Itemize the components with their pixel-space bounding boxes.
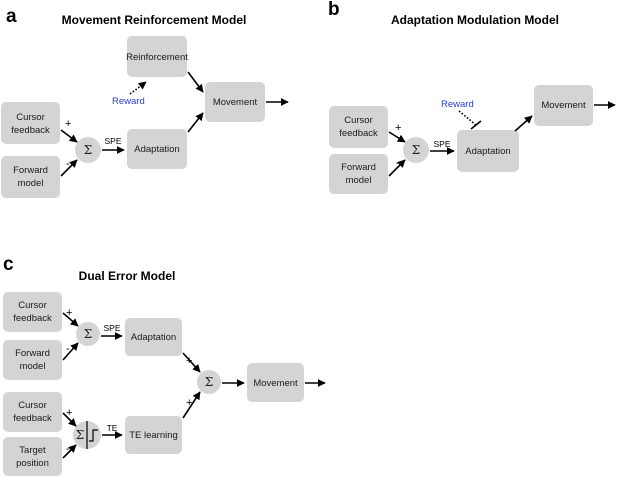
sigma-symbol: Σ [84, 327, 92, 341]
plus-sign: + [186, 397, 192, 409]
step-function-icon [89, 429, 98, 442]
forward-model-box: Forward model [3, 340, 62, 380]
sigma-symbol: Σ [205, 375, 213, 389]
panel-c: c Dual Error Model Cursor feedback Forwa… [3, 254, 326, 476]
cursor-feedback-box: Cursor feedback [1, 102, 60, 144]
box-label-line1: Forward [341, 162, 376, 173]
panel-a: a Movement Reinforcement Model Cursor fe… [1, 6, 289, 198]
movement-box: Movement [247, 363, 304, 402]
dotted-arrow-reward-to-reinforcement [129, 81, 147, 95]
box-label-line1: Cursor [16, 112, 45, 123]
box-label: Adaptation [465, 146, 510, 157]
reward-label: Reward [112, 96, 145, 107]
movement-box: Movement [205, 82, 265, 122]
box-label-line1: Forward [13, 165, 48, 176]
sum-node-te: Σ [73, 421, 101, 449]
panel-c-title: Dual Error Model [79, 269, 176, 283]
box-label-line1: Cursor [344, 115, 373, 126]
box-label: Reinforcement [126, 52, 188, 63]
arrow-adaptation-to-movement [187, 112, 204, 133]
box-label-line2: position [16, 458, 49, 469]
plus-sign: + [66, 307, 72, 319]
adaptation-box: Adaptation [125, 318, 182, 356]
arrow-reinforcement-to-movement [187, 71, 204, 93]
cursor-feedback-box-1: Cursor feedback [3, 292, 62, 332]
box-label-line1: Cursor [18, 400, 47, 411]
arrow-cursor-to-sum [388, 131, 406, 143]
forward-model-box: Forward model [1, 156, 60, 198]
box-label-line1: Target [19, 445, 46, 456]
box-label-line2: feedback [11, 125, 50, 136]
box-label: Adaptation [134, 144, 179, 155]
arrow-forward-to-sum [62, 342, 79, 361]
plus-sign: + [395, 122, 401, 134]
arrow-adaptation-to-sum [182, 352, 201, 373]
box-label: Movement [541, 100, 586, 111]
spe-label: SPE [433, 139, 450, 149]
panel-letter-b: b [328, 0, 340, 20]
box-label-line2: model [346, 175, 372, 186]
arrow-target-to-sum [62, 444, 77, 459]
inhibition-bar [470, 120, 482, 130]
spe-label: SPE [103, 323, 120, 333]
arrow-cursor-to-sum [60, 129, 78, 143]
adaptation-box: Adaptation [457, 130, 519, 172]
sigma-symbol: Σ [412, 143, 420, 157]
box-label: TE learning [129, 430, 178, 441]
movement-box: Movement [534, 85, 593, 126]
spe-label: SPE [104, 136, 121, 146]
minus-sign: - [66, 343, 70, 355]
arrow-forward-to-sum [60, 159, 78, 177]
panel-b: b Adaptation Modulation Model Cursor fee… [328, 0, 616, 194]
sigma-symbol: Σ [76, 428, 84, 442]
box-label-line1: Cursor [18, 300, 47, 311]
arrow-cursor2-to-sum [62, 412, 77, 427]
cursor-feedback-box: Cursor feedback [329, 106, 388, 148]
plus-sign: + [66, 407, 72, 419]
minus-sign: - [66, 443, 70, 455]
reinforcement-box: Reinforcement [126, 36, 188, 77]
target-position-box: Target position [3, 437, 62, 476]
minus-sign: - [66, 158, 70, 170]
panel-a-title: Movement Reinforcement Model [62, 13, 247, 27]
sum-node: Σ [75, 137, 101, 163]
dotted-inhibition-reward-to-adaptation [458, 110, 477, 126]
box-label-line2: model [20, 361, 46, 372]
forward-model-box: Forward model [329, 154, 388, 194]
arrow-adaptation-to-movement [514, 115, 533, 132]
reward-label: Reward [441, 99, 474, 110]
adaptation-box: Adaptation [127, 129, 187, 169]
panel-letter-c: c [3, 254, 14, 275]
arrow-cursor1-to-sum [62, 312, 79, 327]
sum-node-spe: Σ [76, 322, 100, 346]
cursor-feedback-box-2: Cursor feedback [3, 392, 62, 432]
box-label-line2: model [18, 178, 44, 189]
box-label: Movement [253, 378, 298, 389]
panel-letter-a: a [6, 6, 17, 27]
plus-sign: + [65, 118, 71, 130]
arrow-te-learning-to-sum [182, 391, 201, 419]
arrow-forward-to-sum [388, 159, 406, 177]
box-label-line2: feedback [13, 313, 52, 324]
box-label: Adaptation [131, 332, 176, 343]
panel-b-title: Adaptation Modulation Model [391, 13, 559, 27]
te-label: TE [107, 423, 118, 433]
sum-node-output: Σ [197, 370, 221, 394]
sum-node: Σ [403, 137, 429, 163]
te-learning-box: TE learning [125, 416, 182, 454]
box-label-line2: feedback [339, 128, 378, 139]
box-label: Movement [213, 97, 258, 108]
sigma-symbol: Σ [84, 143, 92, 157]
box-label-line2: feedback [13, 413, 52, 424]
box-label-line1: Forward [15, 348, 50, 359]
